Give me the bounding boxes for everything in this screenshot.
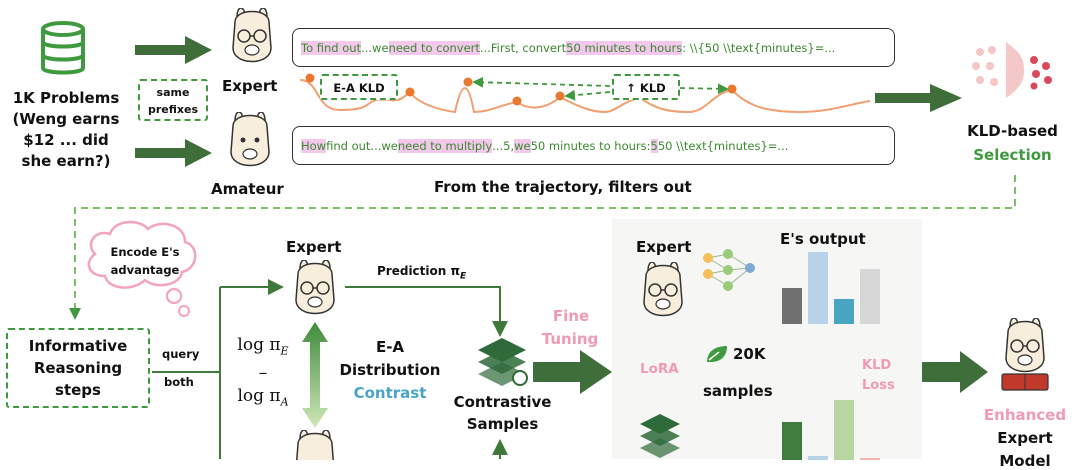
enhanced-label: Enhanced	[983, 406, 1067, 424]
expert-traj-seg-5: : \\{50 \\text{minutes}=...	[682, 40, 836, 55]
panel-stack-icon	[640, 414, 680, 458]
panel-expert-label: Expert	[636, 238, 692, 256]
amateur-trajectory-box: How find out...we need to multiply...5, …	[292, 126, 895, 165]
log-ratio: log πE – log πA	[232, 334, 294, 414]
amateur-traj-seg-7: 50 \\text{minutes}=...	[657, 138, 789, 153]
thought-cloud-icon	[87, 220, 197, 317]
thought-line2: advantage	[110, 263, 180, 277]
amateur-traj-seg-2: need to multiply	[397, 138, 493, 153]
informative-line3: steps	[55, 381, 101, 399]
query-label: query	[162, 347, 200, 361]
contrast-double-arrow	[302, 322, 328, 428]
thought-text: Encode E's advantage	[95, 243, 195, 279]
expert2-label: Expert	[997, 429, 1053, 447]
bar-3	[860, 269, 880, 324]
expert-traj-seg-3: ...First, convert	[479, 40, 567, 55]
expert-traj-seg-4: 50 minutes to hours	[566, 40, 683, 55]
amateur-traj-seg-1: find out...we	[326, 138, 398, 153]
arrow-to-amateur	[135, 139, 212, 167]
bar-2	[834, 400, 854, 460]
amateur-traj-seg-3: ...5,	[492, 138, 515, 153]
tuning-label: Tuning	[541, 330, 599, 348]
bar-1	[808, 456, 828, 460]
expert-llama-bottom-icon	[295, 260, 335, 315]
selection-feedback-line	[69, 175, 1016, 320]
bar-1	[808, 252, 828, 324]
log-a-sub: A	[280, 395, 289, 409]
bar-0	[782, 422, 802, 460]
amateur-label: Amateur	[211, 180, 284, 198]
arrow-to-enhanced	[920, 351, 988, 393]
same-prefixes-box: same prefixes	[138, 79, 208, 121]
log-minus: –	[258, 363, 268, 384]
e-output-bar-chart	[782, 252, 880, 324]
expert-label-bottom: Expert	[286, 238, 342, 256]
contrastive-label: Contrastive	[453, 393, 552, 411]
prediction-sub: E	[459, 271, 467, 282]
problems-line3: $12 ... did	[23, 131, 109, 149]
amateur-llama-icon	[230, 112, 270, 167]
prediction-label: Prediction πE	[377, 264, 466, 281]
same-prefixes-line2: prefixes	[147, 103, 198, 116]
arrow-to-expert	[135, 36, 212, 64]
ea-kld-box: E-A KLD	[320, 74, 398, 100]
kld-loss-loss: Loss	[862, 378, 895, 393]
problems-line1: 1K Problems	[12, 89, 120, 107]
informative-steps-box: Informative Reasoning steps	[6, 328, 150, 408]
expert-traj-seg-0: To find out	[301, 40, 362, 55]
expert-trajectory-box: To find out...we need to convert...First…	[292, 28, 895, 67]
panel-expert-llama-icon	[643, 262, 683, 317]
samples-label: Samples	[466, 415, 539, 433]
kld-based-label: KLD-based	[967, 122, 1058, 140]
problems-line4: she earn?)	[21, 152, 111, 170]
log-pi-e: log πE	[232, 334, 294, 362]
e-output-title: E's output	[780, 230, 866, 248]
amateur-traj-seg-5: 50 minutes to hours:	[530, 138, 651, 153]
bar-3	[860, 458, 880, 460]
model-label: Model	[999, 452, 1051, 470]
amateur-traj-seg-4: we	[514, 138, 531, 153]
log-e-text: log π	[237, 335, 281, 355]
expert-label-top: Expert	[222, 77, 278, 95]
log-a-text: log π	[237, 386, 281, 407]
filter-caption: From the trajectory, filters out	[434, 178, 692, 196]
bar-0	[782, 288, 802, 324]
database-icon	[41, 21, 85, 75]
leaf-icon	[707, 346, 727, 362]
expert-traj-seg-2: need to convert	[388, 40, 480, 55]
selection-label: Selection	[973, 146, 1052, 164]
informative-line1: Informative	[28, 337, 128, 355]
contrastive-stack-icon	[478, 338, 528, 386]
both-label: both	[164, 375, 194, 389]
contrast-label: Contrast	[353, 384, 427, 402]
selection-funnel-icon	[972, 42, 1052, 98]
twentyk-label: 20K	[733, 345, 766, 363]
log-pi-a: log πA	[232, 385, 294, 413]
arrow-fine-tuning	[533, 350, 612, 394]
fine-label: Fine	[552, 307, 590, 325]
lora-label: LoRA	[640, 361, 679, 377]
amateur-traj-seg-0: How	[301, 138, 327, 153]
bar-2	[834, 299, 854, 324]
expert-traj-seg-1: ...we	[361, 40, 389, 55]
problems-line2: (Weng earns	[12, 110, 120, 128]
same-prefixes-line1: same	[156, 86, 190, 99]
distribution-label: Distribution	[339, 361, 441, 379]
problems-text: 1K Problems (Weng earns $12 ... did she …	[6, 88, 126, 172]
log-e-sub: E	[280, 344, 289, 358]
amateur-traj-seg-6: 5	[650, 138, 658, 153]
lower-bar-chart	[782, 400, 880, 460]
neural-network-icon	[703, 249, 755, 291]
expert-llama-icon	[232, 8, 272, 63]
amateur-llama-bottom-icon	[296, 430, 334, 460]
up-kld-box: ↑ KLD	[612, 74, 680, 100]
arrow-to-selection	[875, 84, 962, 112]
prediction-text: Prediction π	[377, 264, 460, 278]
informative-line2: Reasoning	[33, 359, 123, 377]
ea-label: E-A	[375, 338, 405, 356]
kld-loss-kld: KLD	[862, 358, 892, 373]
thought-line1: Encode E's	[110, 245, 180, 259]
samples-20k-label: samples	[703, 382, 773, 400]
enhanced-expert-llama-icon	[1001, 318, 1049, 391]
